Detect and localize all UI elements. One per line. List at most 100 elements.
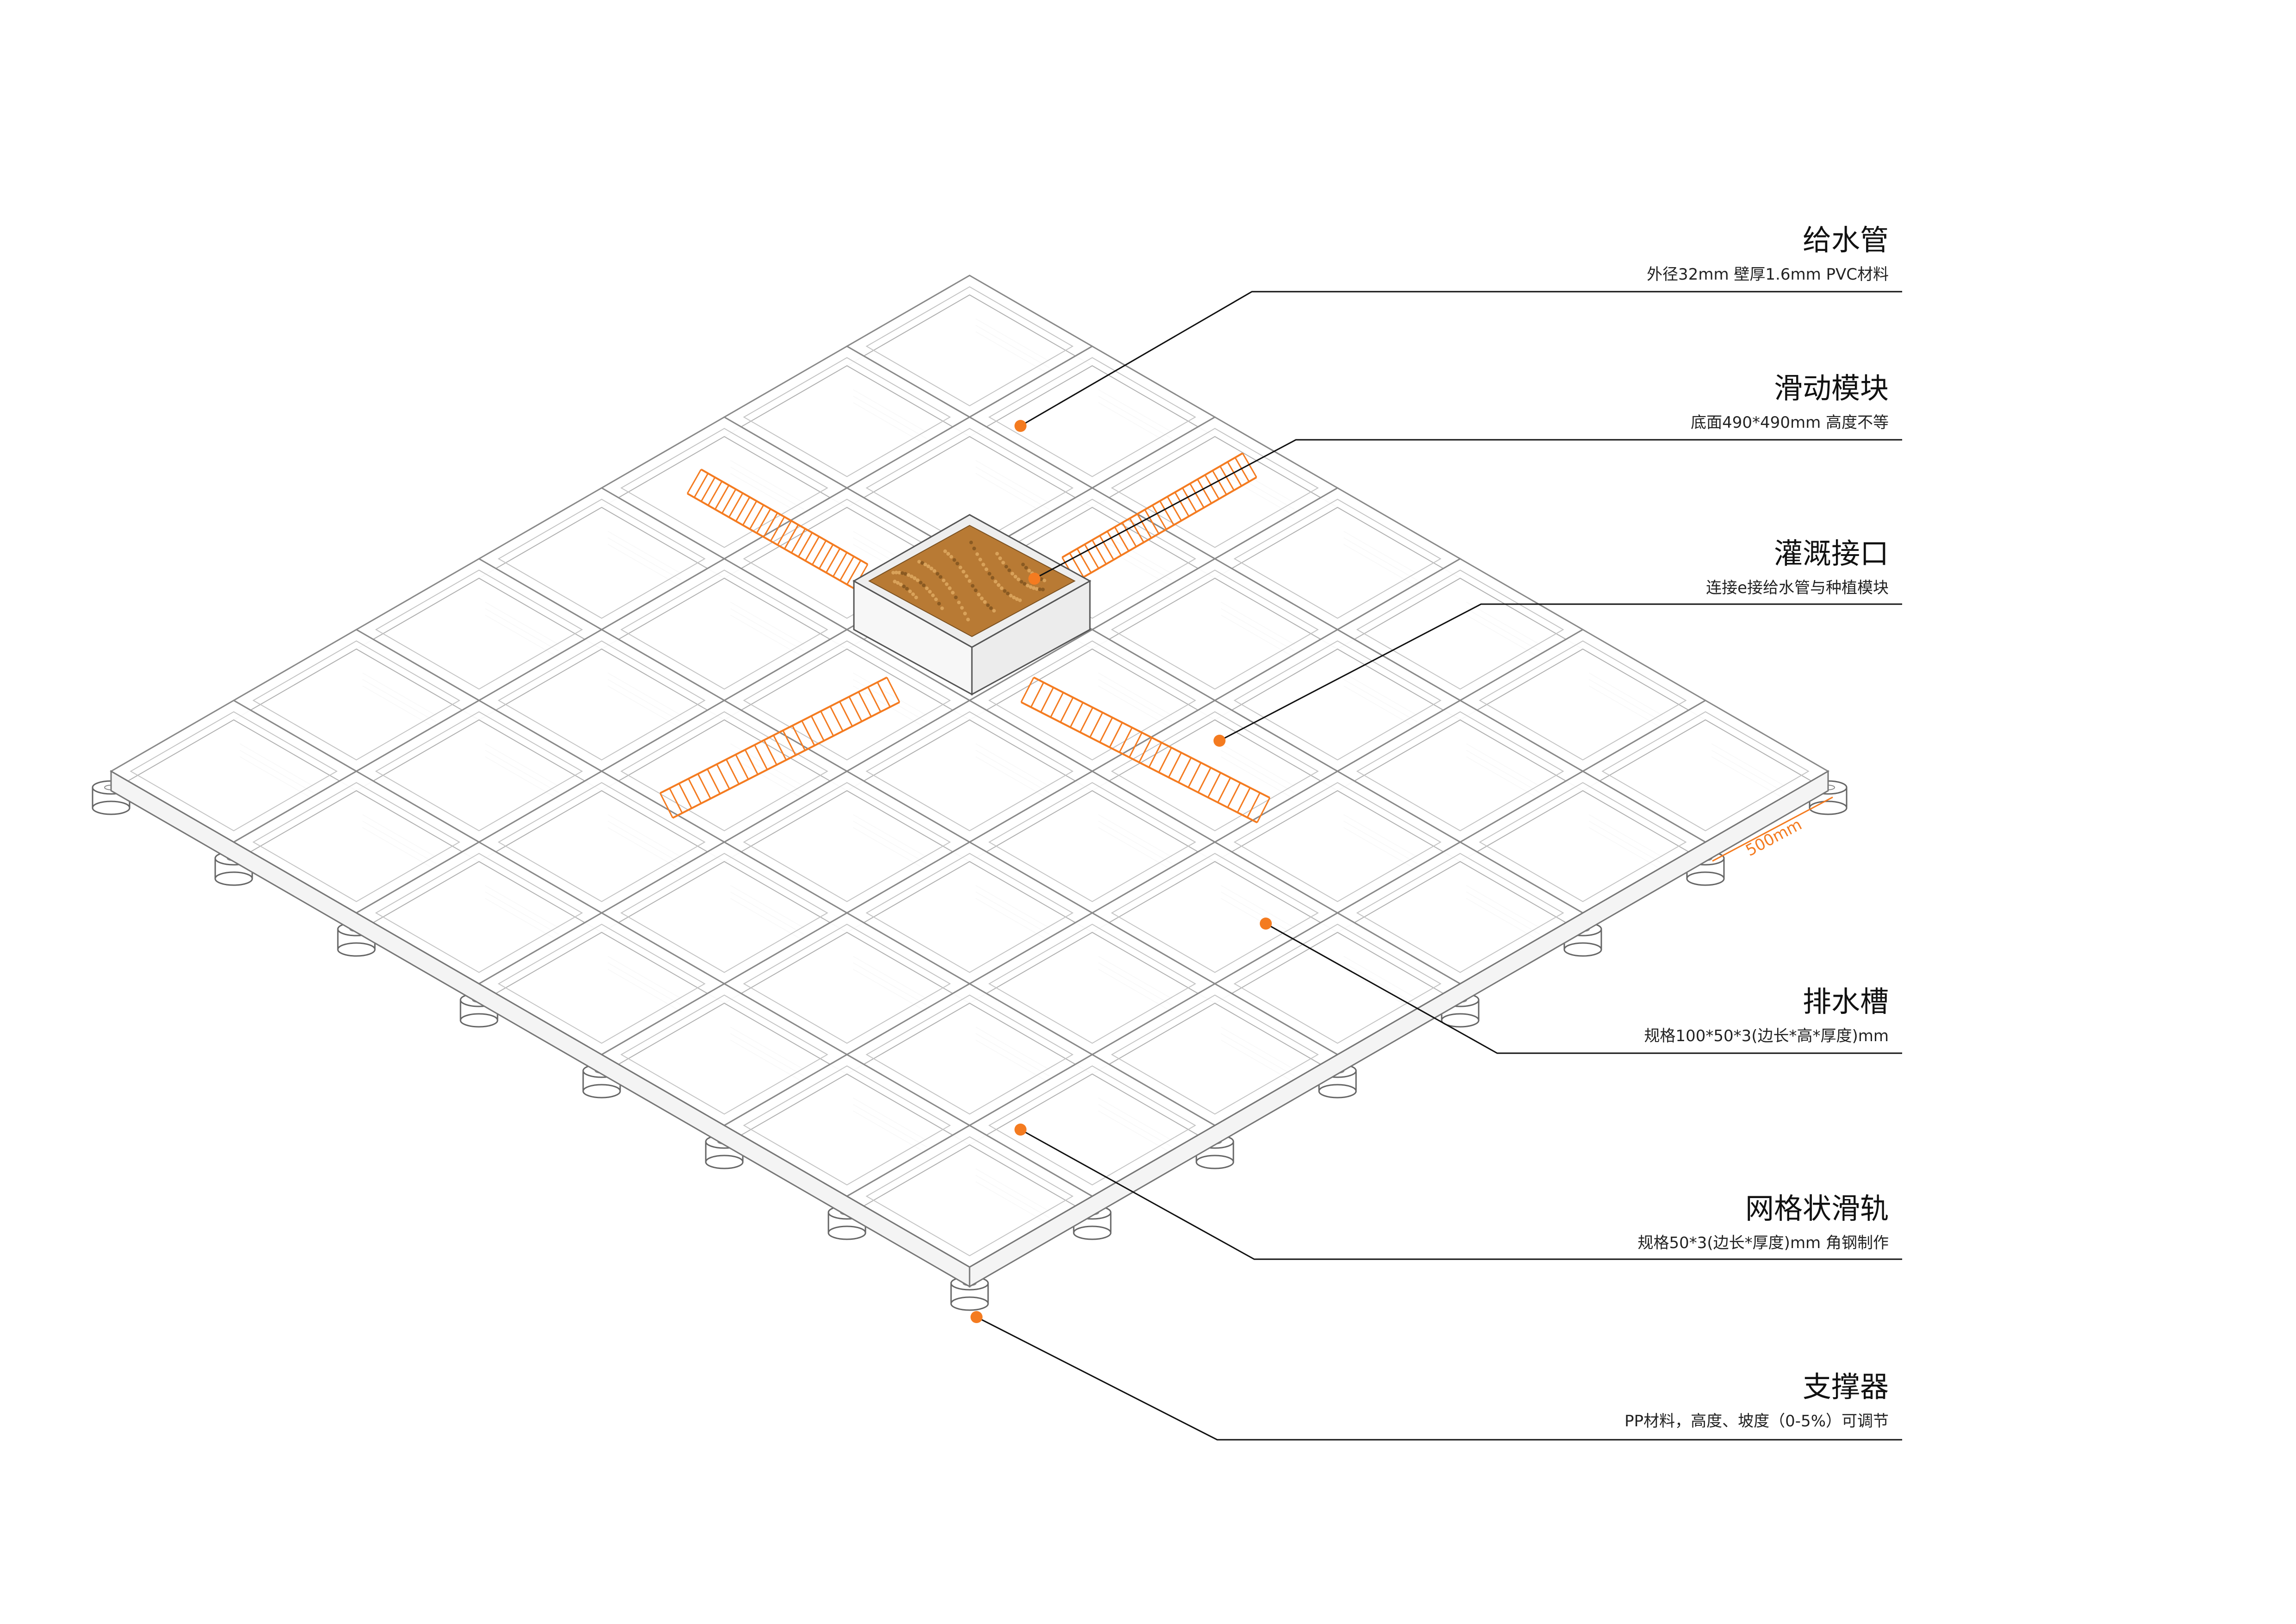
soil-grain [919,581,923,585]
ladder-rung [754,744,768,770]
pedestal-base [950,1296,989,1311]
grid-cell-inner-rail [375,711,583,831]
soil-grain [1021,562,1025,567]
orange-dot-icon [1213,735,1226,747]
ladder-rung [801,720,815,746]
callout-water-pipe: 给水管 外径32mm 壁厚1.6mm PVC材料 [1241,226,1889,283]
soil-grain [972,546,976,550]
ladder-rung [725,759,740,785]
soil-grain [1009,593,1013,598]
grid-cell-inner-rail [375,569,583,690]
soil-grain [1026,583,1030,587]
ladder-rung [1227,462,1242,487]
ladder-rung [669,788,683,813]
soil-grain [1015,597,1019,601]
ladder-rung [1168,752,1182,778]
ladder-rung [1137,513,1152,538]
callout-drain-channel: 排水槽 规格100*50*3(边长*高*厚度)mm [1241,987,1889,1044]
ladder-rung [820,711,834,737]
ladder-rung [777,520,792,545]
grid-cell-inner-rail [498,499,706,619]
ladder-rung [770,516,785,542]
soil-grain [1042,578,1046,582]
callout-spec: 规格100*50*3(边长*高*厚度)mm [1644,1027,1889,1045]
soil-grain [940,606,944,610]
ladder-rung [1188,762,1202,788]
outer-edge [110,770,971,1288]
ladder-rung [1237,787,1251,813]
callout-support: 支撑器 PP材料，高度、坡度（0-5%）可调节 [1241,1373,1889,1430]
pedestal-base [1073,1225,1112,1240]
ladder-rung [1040,687,1054,713]
ladder-rung [735,496,751,522]
soil-grain [964,574,969,578]
callout-title: 滑动模块 [1773,371,1889,405]
grid-rail-frames [110,275,1829,1288]
ladder-rung [886,677,900,703]
grid-cell-inner-rail [865,286,1074,406]
ladder-lower-right [1020,676,1270,824]
grid-cell-inner-rail [743,640,951,761]
soil-grain [966,618,970,622]
ladder-rung [728,493,744,518]
soil-grain [954,595,958,600]
ladder-rung [1257,797,1270,823]
grid-cell-inner-rail [865,1136,1074,1256]
soil-grain [995,552,999,556]
grid-cell-inner-rail [865,994,1074,1115]
ladder-rung [763,740,778,765]
soil-grain [996,583,1001,587]
ladder-rung [1159,500,1175,525]
pedestal-base [214,871,253,886]
ladder-rung [867,687,882,712]
soil-grain [943,549,947,553]
soil-grain [1000,586,1004,590]
soil-grain [935,572,940,576]
grid-cell-inner-rail [498,924,706,1044]
soil-grain [958,565,963,569]
soil-grain [983,600,987,604]
soil-grain [1020,580,1024,584]
ladder-rung [1182,487,1197,512]
grid-cell-inner-rail [1111,994,1319,1115]
grid-cell-inner-rail [1111,569,1319,690]
soil-grain [1032,586,1036,590]
ladder-rung [1114,526,1130,552]
soil-grain [920,561,924,565]
ladder-rung [1197,767,1212,793]
soil-grain [961,569,965,574]
soil-grain [957,600,961,605]
ladder-rung [763,512,778,537]
pedestal-base [828,1225,866,1240]
ladder-rung [1129,518,1145,543]
grid-cell-inner-rail [988,782,1196,902]
ladder-rung [1246,792,1261,818]
ladder-rung [1128,732,1143,758]
leader-line [1020,291,1902,427]
soil-grain [989,606,993,610]
ladder-rung [1204,475,1220,500]
ladder-rung [1099,535,1114,560]
soil-grain [955,562,959,566]
ladder-rung [721,488,737,514]
grid-cell-inner-rail [620,428,828,548]
soil-grain [1038,587,1042,592]
ladder-rung [1050,692,1064,718]
pedestal-base [460,1013,498,1028]
leader-line [1265,923,1902,1054]
ladder-rung [660,793,673,818]
grid-cell-inner-rail [1479,782,1687,902]
soil-grain [939,575,943,579]
ladder-rung [1207,772,1221,798]
ladder-rung [1089,712,1103,738]
soil-grain [913,576,917,580]
ladder-rung [707,481,723,506]
callout-grid-rail: 网格状滑轨 规格50*3(边长*厚度)mm 角钢制作 [1241,1194,1889,1251]
leader-line [1034,439,1902,580]
soil-grain [994,580,998,584]
ladder-rung [858,691,872,717]
ladder-rung [1242,453,1257,478]
ladder-rung [1076,548,1092,573]
